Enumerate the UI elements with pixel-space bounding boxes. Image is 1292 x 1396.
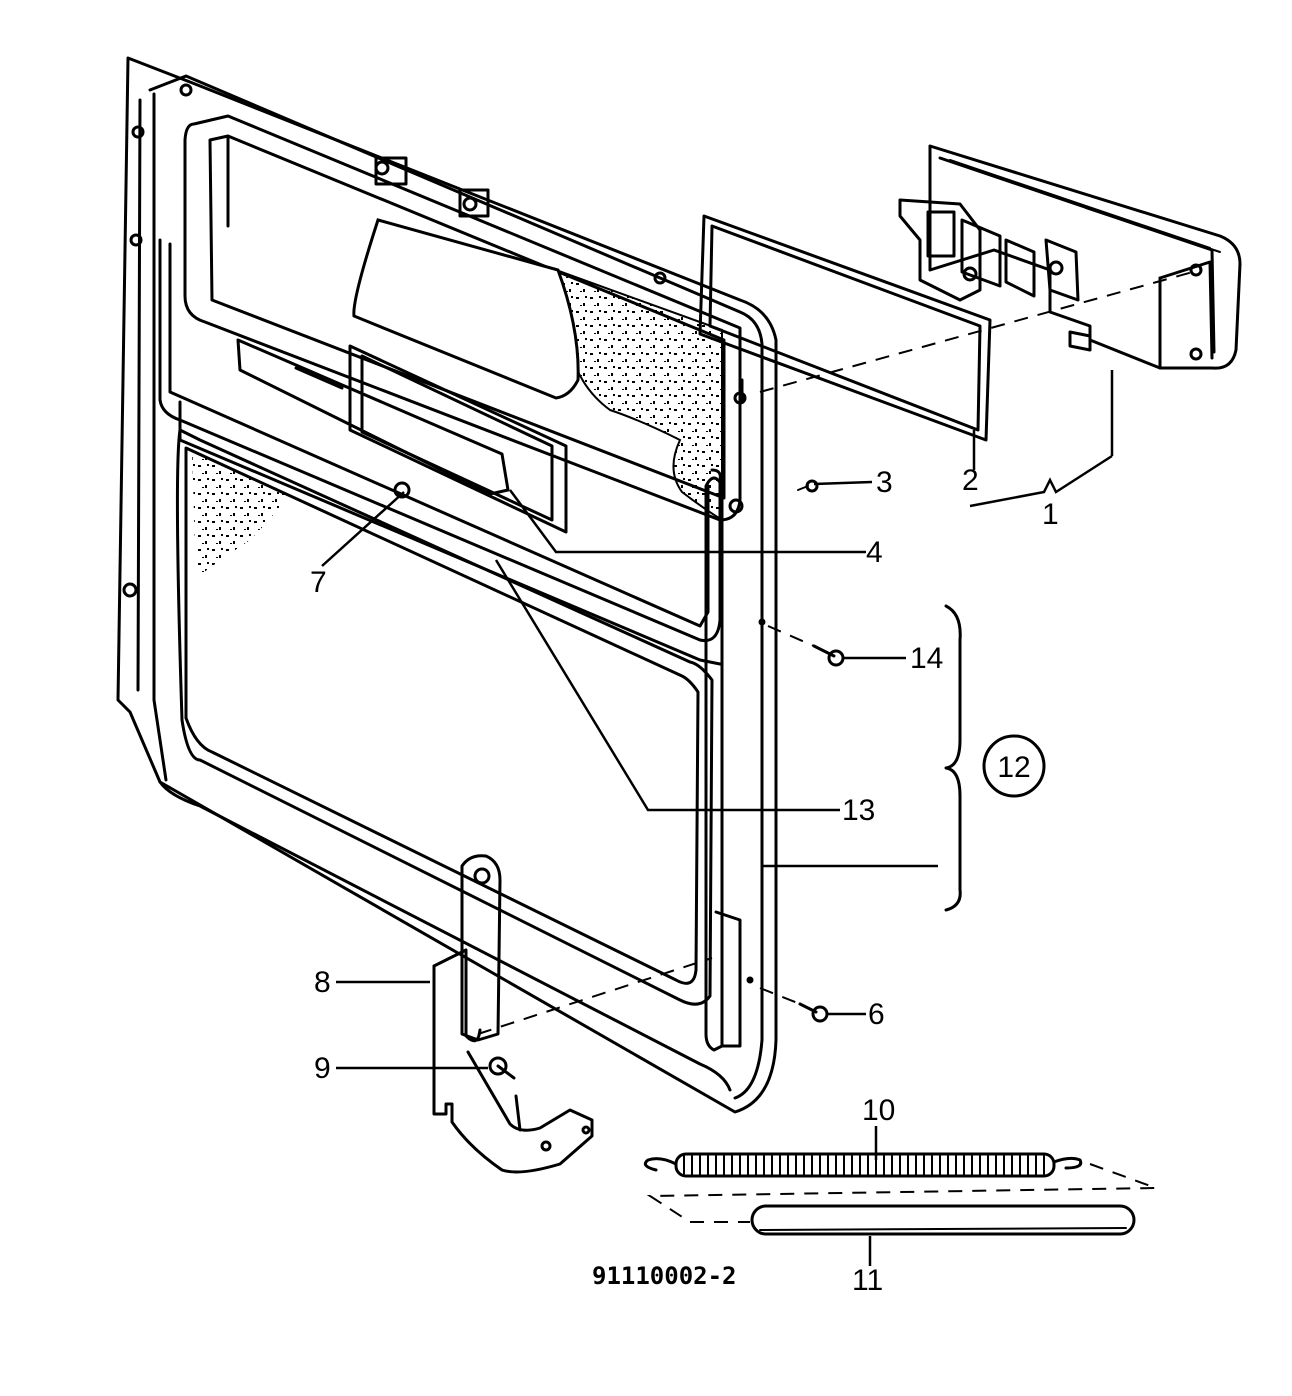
hinge-alignment-line (477, 957, 713, 1035)
sleeve-11 (750, 1204, 1136, 1236)
callout-4: 4 (866, 536, 883, 569)
callout-2: 2 (962, 464, 979, 497)
callout-14: 14 (910, 642, 943, 675)
spring-sleeve-alignment (646, 1163, 1157, 1223)
callout-7: 7 (310, 566, 327, 599)
screw-14 (758, 618, 845, 667)
door-panel (116, 56, 778, 1114)
callout-1: 1 (1042, 498, 1059, 531)
figure-code: 91110002-2 (592, 1262, 737, 1290)
callout-8: 8 (314, 966, 331, 999)
screw-3 (797, 479, 819, 493)
leader-lines (321, 370, 1114, 1266)
seal-gasket (698, 214, 992, 442)
lock-assembly (898, 144, 1242, 370)
callout-9: 9 (314, 1052, 331, 1085)
hinge-bracket (432, 854, 594, 1174)
callout-12: 12 (997, 751, 1030, 784)
lock-alignment-line (759, 269, 1201, 393)
callout-3: 3 (876, 466, 893, 499)
screw-6 (746, 976, 829, 1023)
callout-11: 11 (852, 1264, 883, 1297)
callout-10: 10 (862, 1094, 895, 1127)
callout-13: 13 (842, 794, 875, 827)
bracket-12 (944, 604, 1046, 912)
spring-10 (643, 1152, 1083, 1178)
callout-6: 6 (868, 998, 885, 1031)
